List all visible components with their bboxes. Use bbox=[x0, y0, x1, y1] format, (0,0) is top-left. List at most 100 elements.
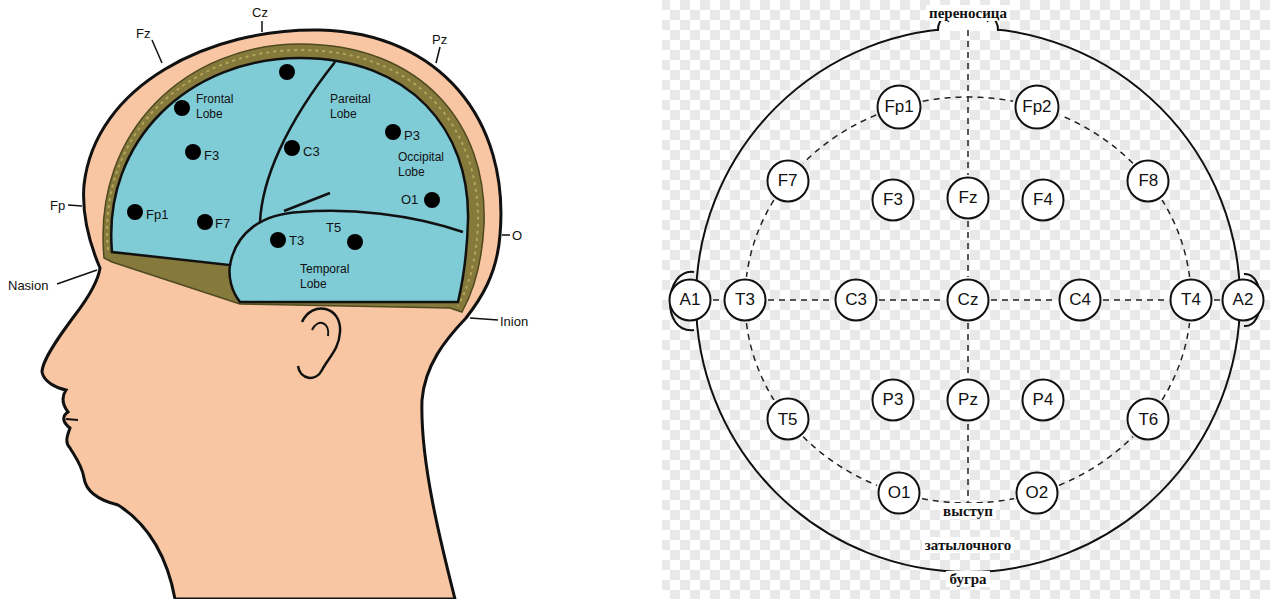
ear-inner bbox=[312, 323, 328, 336]
electrode-label: O1 bbox=[401, 192, 418, 207]
electrode-circle: Cz bbox=[946, 278, 990, 322]
landmark-label: Nasion bbox=[8, 276, 48, 294]
electrode-circle: P3 bbox=[871, 378, 915, 422]
electrode-label: Fz bbox=[136, 26, 150, 41]
electrode-label: Cz bbox=[252, 3, 268, 21]
electrode-label: T5 bbox=[326, 218, 341, 236]
electrode-circle: A2 bbox=[1221, 278, 1265, 322]
dashed-connector bbox=[746, 323, 773, 400]
electrode-name: C3 bbox=[845, 290, 867, 310]
dashed-connector bbox=[967, 323, 969, 377]
electrode-label: Pz bbox=[432, 30, 447, 48]
dashed-connector bbox=[1214, 299, 1220, 301]
dashed-connector bbox=[1060, 115, 1133, 163]
electrode-label: O bbox=[512, 226, 522, 244]
ear bbox=[298, 309, 340, 378]
landmark-label: выступ затылочного бугра bbox=[908, 494, 1028, 596]
temporal-boundary bbox=[230, 211, 463, 265]
head-profile bbox=[42, 30, 501, 599]
electrode-circle: T4 bbox=[1169, 278, 1213, 322]
electrode-name: F3 bbox=[883, 190, 903, 210]
dashed-connector bbox=[991, 299, 1057, 301]
electrode-circle: Fz bbox=[946, 176, 990, 220]
head-outline bbox=[696, 28, 1240, 572]
electrode-circle: O2 bbox=[1015, 471, 1059, 515]
electrode-circle: Fp1 bbox=[876, 84, 922, 130]
electrode-label: P3 bbox=[404, 128, 420, 143]
electrode-label: F7 bbox=[215, 216, 230, 231]
electrode-label: Fp bbox=[50, 198, 65, 213]
electrode-label: T3 bbox=[289, 231, 304, 249]
electrode-label: O bbox=[512, 228, 522, 243]
dashed-connector bbox=[923, 97, 1013, 101]
midline bbox=[967, 30, 969, 503]
electrode-label: O1 bbox=[401, 190, 418, 208]
dashed-connector bbox=[967, 221, 969, 277]
electrode-name: Cz bbox=[958, 290, 979, 310]
electrode-name: A2 bbox=[1233, 290, 1254, 310]
electrode-label: C3 bbox=[303, 144, 320, 159]
central-sulcus bbox=[260, 62, 335, 222]
dashed-connector bbox=[1162, 323, 1189, 400]
dashed-connector bbox=[1059, 437, 1133, 486]
electrode-circle: C4 bbox=[1058, 278, 1102, 322]
dashed-connector bbox=[1162, 200, 1189, 277]
skull-band bbox=[103, 44, 484, 312]
electrode-circle: C3 bbox=[834, 278, 878, 322]
electrode-label: Fp bbox=[50, 196, 65, 214]
mouth-line bbox=[66, 419, 78, 420]
electrode-label: Fp1 bbox=[146, 207, 168, 222]
electrode-circle: O1 bbox=[877, 471, 921, 515]
lobe-label: Temporal Lobe bbox=[300, 262, 352, 292]
electrode-circle: F7 bbox=[766, 159, 810, 203]
landmark-label: Nasion bbox=[8, 278, 48, 293]
electrode-name: Pz bbox=[958, 390, 978, 410]
electrode-label: F7 bbox=[215, 214, 230, 232]
landmark-label: переносица bbox=[893, 3, 1043, 23]
electrode-label: Fz bbox=[136, 24, 150, 42]
electrode-name: P3 bbox=[883, 390, 904, 410]
leader-lines bbox=[57, 21, 510, 320]
brain bbox=[111, 58, 468, 302]
electrode-label: T5 bbox=[326, 220, 341, 235]
dashed-connector bbox=[746, 200, 773, 277]
dashed-connector bbox=[879, 299, 945, 301]
electrode-dots bbox=[127, 64, 440, 250]
dashed-connector bbox=[803, 115, 876, 163]
electrode-name: C4 bbox=[1069, 290, 1091, 310]
lobe-label: Frontal Lobe bbox=[196, 92, 248, 122]
lobe-label: Occipital Lobe bbox=[398, 150, 450, 180]
electrode-label: Cz bbox=[252, 5, 268, 20]
electrode-label: Pz bbox=[432, 32, 447, 47]
lobe-label: Temporal Lobe bbox=[300, 262, 352, 292]
electrode-name: Fp1 bbox=[884, 97, 913, 117]
electrode-name: O1 bbox=[888, 483, 911, 503]
electrode-circle: Pz bbox=[946, 378, 990, 422]
electrode-circle: T6 bbox=[1126, 397, 1170, 441]
dashed-connector bbox=[1103, 299, 1168, 301]
electrode-circle: F8 bbox=[1126, 159, 1170, 203]
electrode-name: Fp2 bbox=[1022, 97, 1051, 117]
dashed-connector bbox=[803, 437, 877, 486]
electrode-circle: F3 bbox=[871, 178, 915, 222]
electrode-name: T6 bbox=[1138, 410, 1158, 430]
lobe-label: Pareital Lobe bbox=[330, 92, 382, 122]
lobe-label: Pareital Lobe bbox=[330, 92, 382, 122]
landmark-label: переносица bbox=[926, 5, 1010, 21]
skull-texture bbox=[107, 50, 478, 306]
electrode-circle: A1 bbox=[668, 278, 712, 322]
lobe-label: Frontal Lobe bbox=[196, 92, 248, 122]
electrode-name: T4 bbox=[1181, 290, 1201, 310]
electrode-name: O2 bbox=[1026, 483, 1049, 503]
dashed-connector bbox=[713, 299, 722, 301]
electrode-circle: T5 bbox=[766, 397, 810, 441]
electrode-name: A1 bbox=[680, 290, 701, 310]
electrode-name: F8 bbox=[1138, 171, 1158, 191]
electrode-name: F7 bbox=[778, 171, 798, 191]
parietal-boundary bbox=[284, 193, 330, 211]
electrode-label: Fp1 bbox=[146, 205, 168, 223]
electrode-name: P4 bbox=[1033, 390, 1054, 410]
electrode-circle: T3 bbox=[723, 278, 767, 322]
electrode-circle: Fp2 bbox=[1014, 84, 1060, 130]
lobe-label: Occipital Lobe bbox=[398, 150, 450, 180]
